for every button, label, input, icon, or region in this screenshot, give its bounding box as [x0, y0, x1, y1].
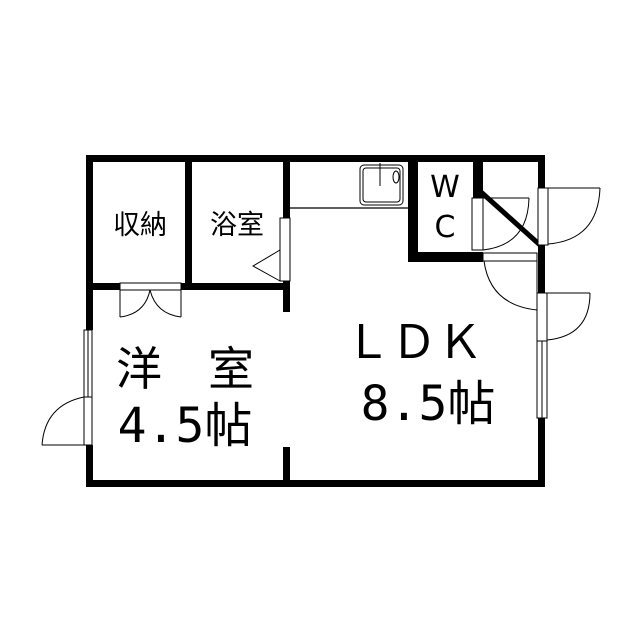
closet-door[interactable]: [119, 282, 182, 318]
western-room-window: [83, 329, 93, 398]
ldk-window: [536, 340, 548, 419]
entrance-step: [479, 190, 542, 247]
balcony-door[interactable]: [536, 292, 591, 342]
bathroom-label: 浴室: [210, 210, 264, 241]
outer-walls: [86, 155, 545, 487]
sink-icon: [359, 163, 404, 206]
western-room-size: 4.5帖: [118, 398, 253, 454]
inner-walls: [86, 155, 483, 487]
ldk-label: ＬＤＫ: [345, 315, 483, 369]
bathroom-door[interactable]: [251, 217, 291, 282]
ldk-door[interactable]: [482, 252, 538, 311]
entrance-door[interactable]: [537, 187, 601, 246]
western-room-label: 洋 室: [116, 342, 254, 396]
toilet-label-w: W: [430, 170, 460, 205]
ldk-size: 8.5帖: [361, 376, 496, 432]
toilet-label-c: C: [435, 210, 456, 245]
toilet-door[interactable]: [471, 197, 530, 251]
storage-label: 収納: [113, 210, 167, 241]
western-room-door[interactable]: [41, 396, 93, 446]
